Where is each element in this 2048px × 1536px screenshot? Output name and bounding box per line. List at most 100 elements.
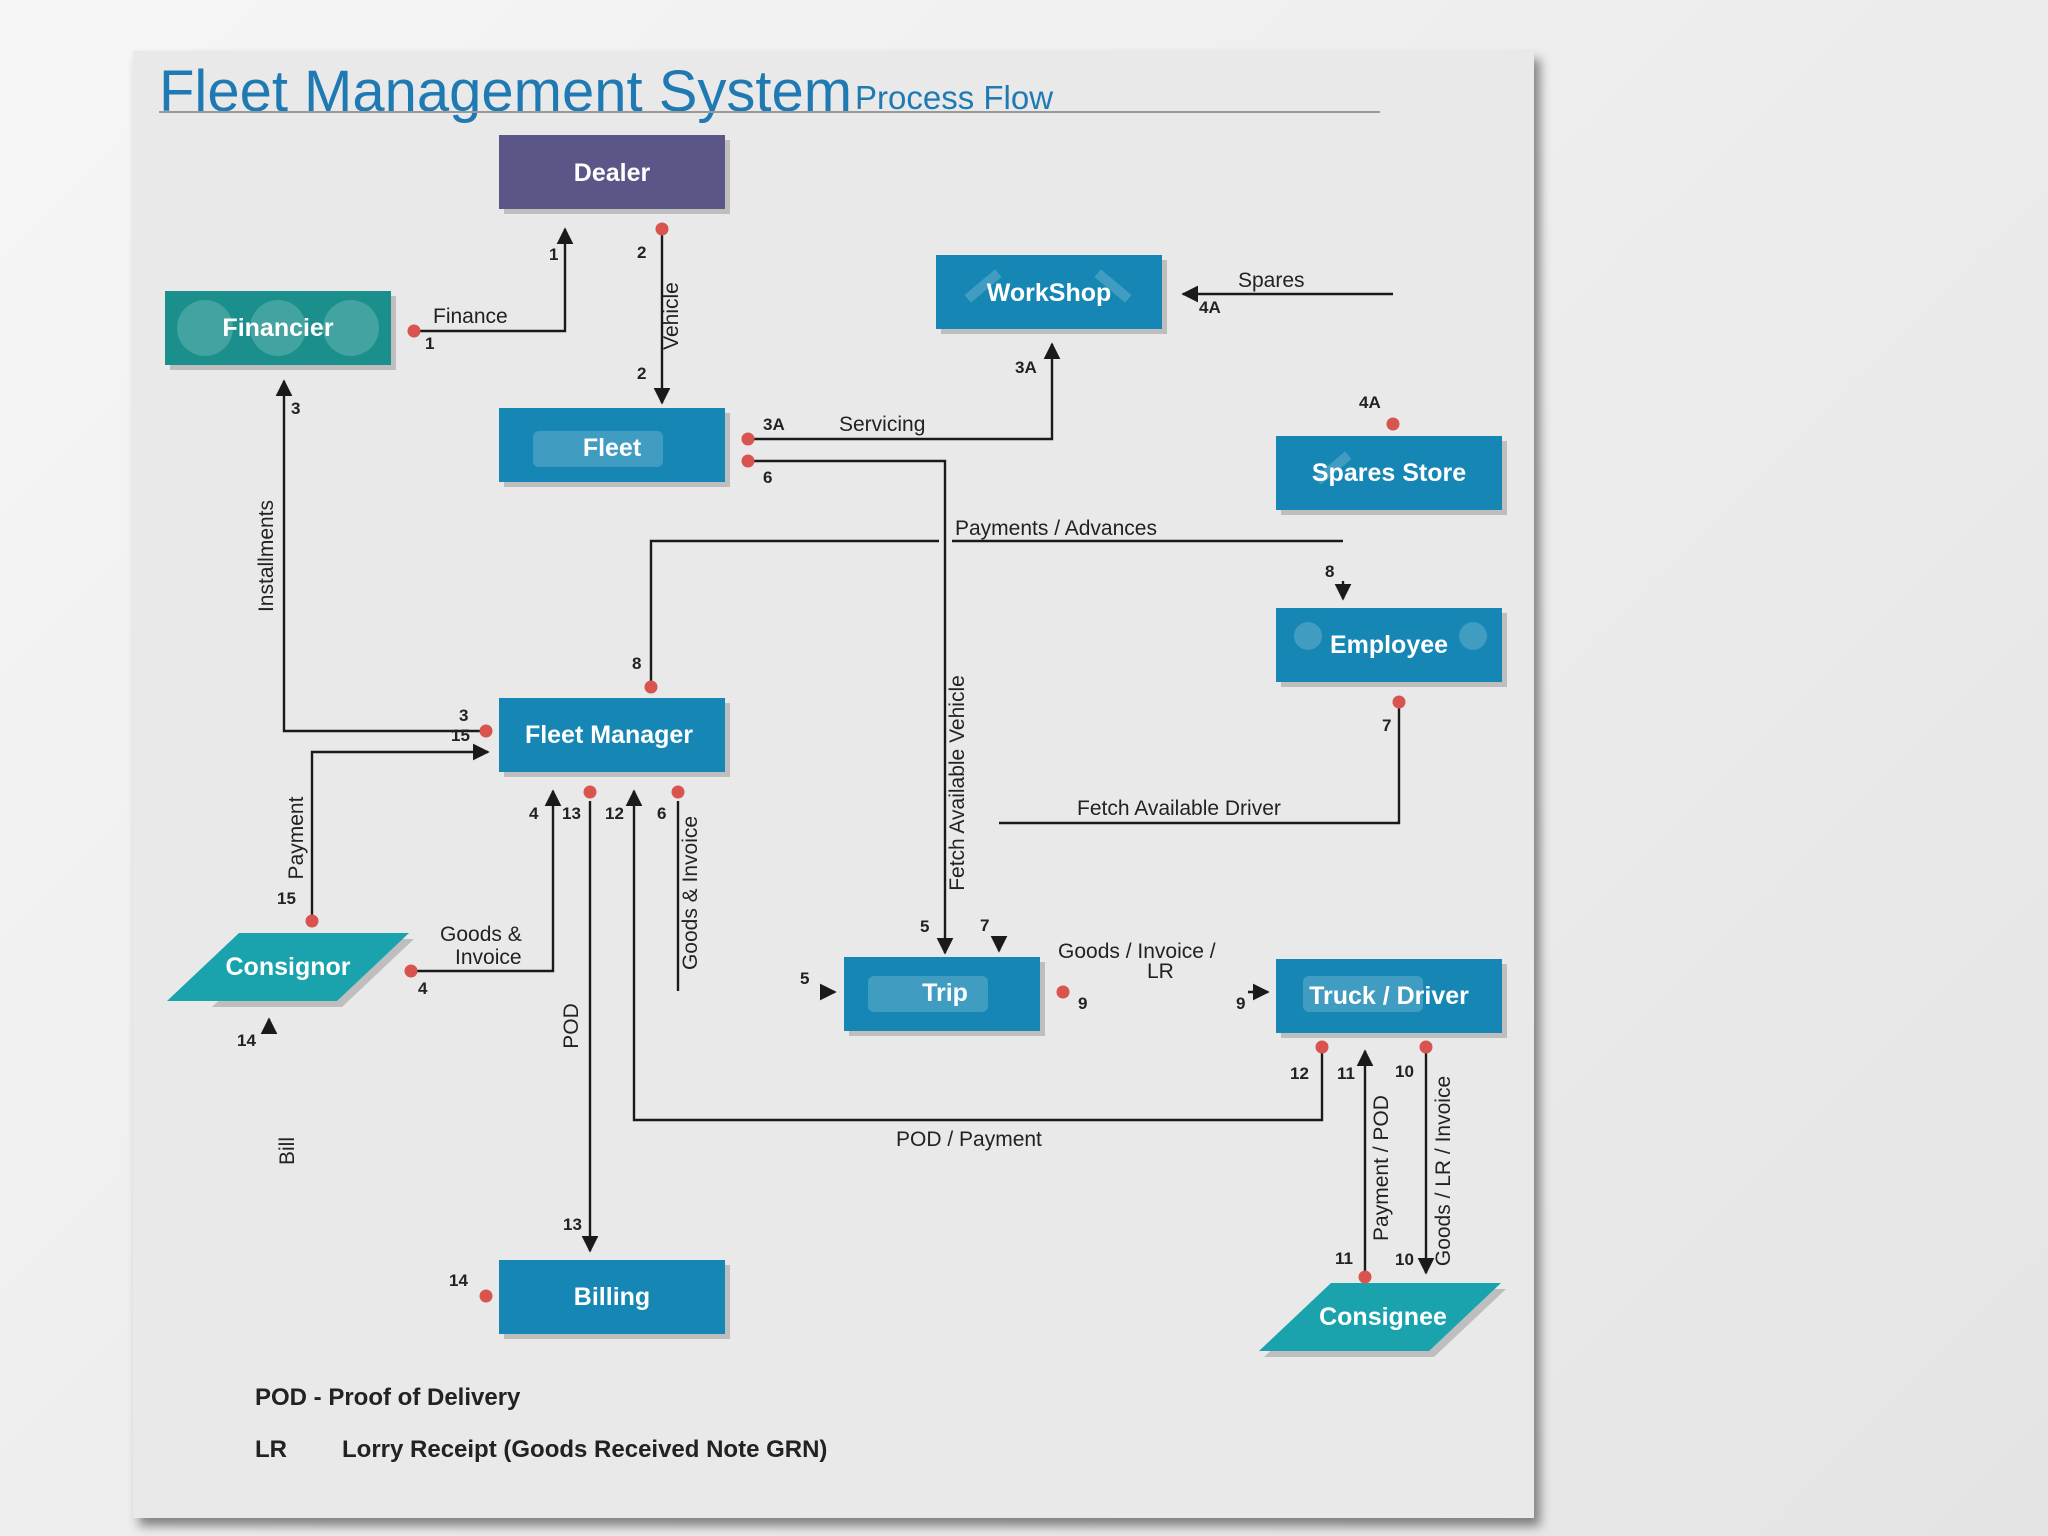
svg-text:7: 7 [1382,716,1391,735]
node-fleet[interactable]: Fleet [499,408,730,487]
flow-label-goods-invoice-consignor-2: Invoice [455,946,522,969]
svg-text:7: 7 [980,916,989,935]
svg-text:15: 15 [277,889,296,908]
svg-text:13: 13 [562,804,581,823]
svg-text:2: 2 [637,364,646,383]
node-fleet-manager[interactable]: Fleet Manager [499,698,730,777]
node-fleet-manager-label: Fleet Manager [525,721,693,749]
connectors [260,227,1435,1275]
dollar-coin-icon-2 [250,300,306,356]
svg-text:5: 5 [800,969,809,988]
svg-text:9: 9 [1078,994,1087,1013]
svg-text:14: 14 [237,1031,256,1050]
flow-label-goods-invoice-fm: Goods & Invoice [679,816,702,970]
svg-text:4A: 4A [1199,298,1221,317]
line-installments [275,379,486,733]
flow-label-goods-lr-invoice: Goods / LR / Invoice [1432,1076,1455,1266]
node-consignor-label: Consignor [226,953,351,981]
line-finance [414,227,574,333]
node-consignee-label: Consignee [1319,1303,1447,1331]
flow-label-spares: Spares [1238,269,1305,292]
line-payments-advances [649,539,939,687]
legend: POD - Proof of Delivery LR Lorry Receipt… [255,1384,827,1463]
legend-pod: POD - Proof of Delivery [255,1384,521,1411]
node-consignee[interactable]: Consignee [1259,1283,1506,1357]
node-workshop[interactable]: WorkShop [936,255,1167,334]
person-icon [1294,622,1322,650]
svg-text:11: 11 [1335,1249,1353,1268]
svg-text:8: 8 [1325,562,1334,581]
process-flow-diagram: Fleet Management System Process Flow [159,59,1507,1463]
node-employee[interactable]: Employee [1276,608,1507,687]
svg-text:15: 15 [451,726,470,745]
node-financier-label: Financier [222,314,333,342]
truck-icon-trip [868,976,988,1012]
svg-text:4: 4 [418,979,428,998]
svg-text:6: 6 [763,468,772,487]
diagram-panel: Fleet Management System Process Flow [133,51,1534,1518]
node-dealer-label: Dealer [574,159,651,187]
node-financier[interactable]: Financier [165,291,396,370]
svg-text:12: 12 [1290,1064,1309,1083]
spanner-icon [1314,451,1352,485]
flow-label-goods-invoice-consignor-1: Goods & [440,923,522,946]
wrench-icon [964,269,1002,303]
node-spares-store-label: Spares Store [1312,459,1466,487]
flow-label-pod: POD [560,1003,583,1049]
person-icon-2 [1459,622,1487,650]
svg-text:1: 1 [549,245,558,264]
node-employee-label: Employee [1330,631,1448,659]
svg-text:3A: 3A [1015,358,1037,377]
svg-text:3: 3 [459,706,468,725]
connector-dots [305,222,1433,1303]
flow-label-payments-advances: Payments / Advances [955,517,1157,540]
svg-text:10: 10 [1395,1062,1414,1081]
line-fetch-driver [999,707,1401,825]
svg-text:13: 13 [563,1215,582,1234]
svg-text:9: 9 [1236,994,1245,1013]
legend-lr-abbr: LR [255,1436,287,1463]
step-numbers: 1 1 2 2 3 3 3A 3A 4A 4A 4 4 5 5 6 6 7 7 … [237,243,1414,1290]
svg-text:10: 10 [1395,1250,1414,1269]
flow-label-fetch-driver: Fetch Available Driver [1077,797,1281,820]
wrench-icon-2 [1094,269,1132,303]
line-servicing [748,342,1061,441]
flow-label-fetch-vehicle: Fetch Available Vehicle [946,675,969,891]
flow-label-bill: Bill [276,1137,299,1165]
flow-label-servicing: Servicing [839,413,925,436]
node-truck-driver-label: Truck / Driver [1309,982,1469,1010]
svg-text:14: 14 [449,1271,468,1290]
node-billing-label: Billing [574,1283,650,1311]
svg-text:3A: 3A [763,415,785,434]
svg-text:8: 8 [632,654,641,673]
svg-text:11: 11 [1337,1064,1355,1083]
flow-label-goods-invoice-lr-2: LR [1147,960,1174,983]
flow-label-goods-invoice-lr-1: Goods / Invoice / [1058,940,1216,963]
svg-text:2: 2 [637,243,646,262]
svg-text:4: 4 [529,804,539,823]
svg-text:1: 1 [425,334,434,353]
page-title: Fleet Management System [159,59,852,124]
flow-label-finance: Finance [433,305,508,328]
node-trip-label: Trip [922,979,968,1007]
flow-label-pod-payment: POD / Payment [896,1128,1042,1151]
line-goods-invoice-consignor [411,789,562,973]
dollar-coin-icon-3 [323,300,379,356]
page-subtitle: Process Flow [855,79,1053,116]
node-spares-store[interactable]: Spares Store [1276,436,1507,515]
node-dealer[interactable]: Dealer [499,135,730,214]
node-fleet-label: Fleet [583,434,642,462]
svg-text:4A: 4A [1359,393,1381,412]
node-workshop-label: WorkShop [987,279,1112,307]
line-payment [310,743,490,921]
node-billing[interactable]: Billing [499,1260,730,1339]
node-trip[interactable]: Trip [844,957,1045,1036]
node-truck-driver[interactable]: Truck / Driver [1276,959,1507,1038]
flow-label-payment-pod: Payment / POD [1370,1095,1393,1241]
line-pod-payment [625,789,1324,1122]
truck-icon-driver [1303,976,1423,1012]
node-consignor[interactable]: Consignor [167,933,414,1007]
truck-icon [533,431,663,467]
svg-text:5: 5 [920,917,929,936]
svg-text:6: 6 [657,804,666,823]
